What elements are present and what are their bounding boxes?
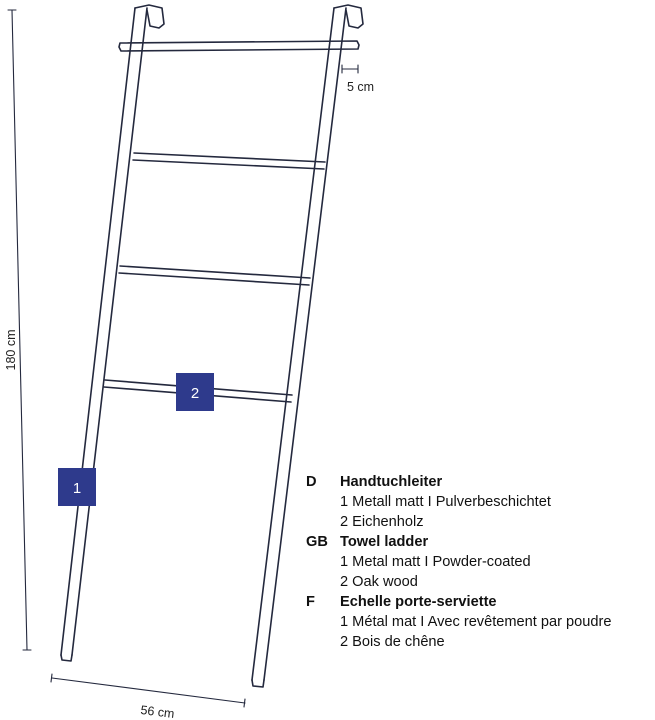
right-rail-outer xyxy=(251,7,335,681)
height-dim-line xyxy=(11,9,28,651)
width-dim-tick-right xyxy=(243,698,246,708)
legend-fr-code: F xyxy=(306,594,315,610)
badge-2: 2 xyxy=(191,385,199,402)
legend-fr-item-1: 1 Métal mat I Avec revêtement par poudre xyxy=(340,614,612,630)
legend-de-title: Handtuchleiter xyxy=(340,474,443,490)
legend-gb-item-2: 2 Oak wood xyxy=(340,574,418,590)
left-rail-inner xyxy=(71,7,148,656)
legend-de: D Handtuchleiter 1 Metall matt I Pulverb… xyxy=(306,472,611,532)
left-hook xyxy=(134,4,165,29)
legend-gb: GB Towel ladder 1 Metal matt I Powder-co… xyxy=(306,532,611,592)
left-foot xyxy=(60,654,73,662)
legend-fr: F Echelle porte-serviette 1 Métal mat I … xyxy=(306,592,611,652)
badge-2-box xyxy=(176,373,214,411)
spacing-label: 5 cm xyxy=(347,80,374,94)
height-label: 180 cm xyxy=(4,330,18,371)
right-rail-inner xyxy=(263,7,347,681)
legend-gb-item-1: 1 Metal matt I Powder-coated xyxy=(340,554,531,570)
right-hook xyxy=(333,4,364,29)
left-rail-outer xyxy=(60,7,136,656)
legend-fr-item-2: 2 Bois de chêne xyxy=(340,634,445,650)
width-dim-tick-left xyxy=(50,673,53,683)
rung-3 xyxy=(118,265,311,286)
rung-2 xyxy=(132,152,326,170)
legend-de-item-2: 2 Eichenholz xyxy=(340,514,424,530)
legend-de-code: D xyxy=(306,474,317,490)
badge-1: 1 xyxy=(73,480,81,497)
badge-1-box xyxy=(58,468,96,506)
width-dim-line xyxy=(51,677,246,704)
right-foot xyxy=(251,679,265,688)
width-label: 56 cm xyxy=(140,703,175,720)
top-rod xyxy=(118,40,360,52)
legend-fr-title: Echelle porte-serviette xyxy=(340,594,497,610)
legend-gb-code: GB xyxy=(306,534,328,550)
legend-de-item-1: 1 Metall matt I Pulverbeschichtet xyxy=(340,494,551,510)
legend: D Handtuchleiter 1 Metall matt I Pulverb… xyxy=(306,472,611,652)
legend-gb-title: Towel ladder xyxy=(340,534,429,550)
